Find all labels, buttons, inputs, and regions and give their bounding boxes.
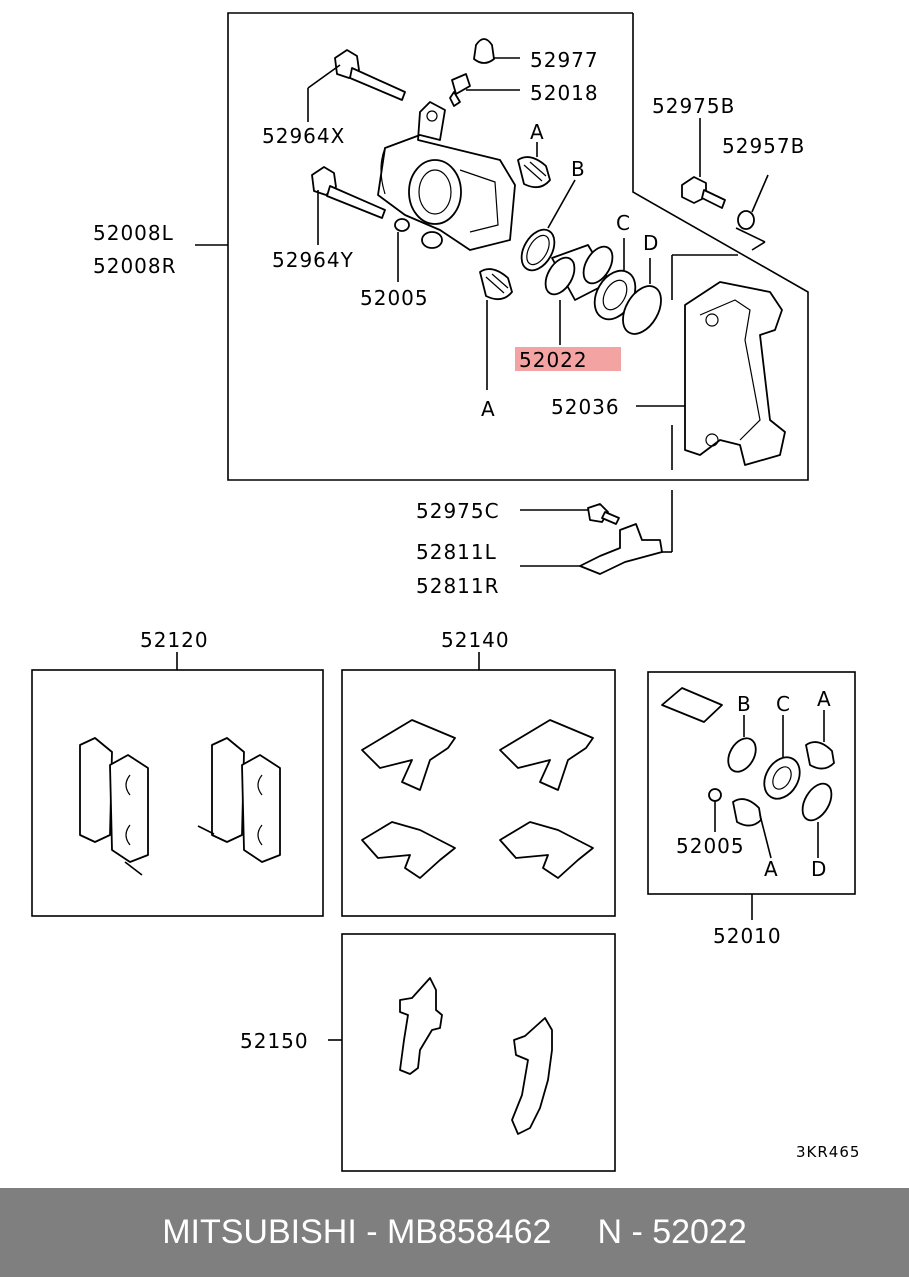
label-52975c: 52975C [416, 499, 500, 523]
kit-ring [801, 782, 833, 822]
label-52022: 52022 [519, 348, 588, 372]
shim-clip-3 [361, 821, 456, 879]
label-kit-52005: 52005 [676, 834, 745, 858]
label-b-top: B [571, 157, 586, 181]
label-52120: 52120 [140, 628, 209, 652]
anti-squeal-shim-left [399, 977, 443, 1075]
caliper-piston [544, 244, 614, 301]
shim-clip-4 [499, 821, 594, 879]
label-52140: 52140 [441, 628, 510, 652]
guide-pin-bolt-upper [334, 49, 406, 101]
label-52975b: 52975B [652, 94, 735, 118]
lock-washer [737, 210, 755, 230]
label-52977: 52977 [530, 48, 599, 72]
kit-dust-boot [763, 756, 801, 800]
kit-pin-boot-a2 [732, 798, 762, 827]
anti-squeal-shim-right [511, 1017, 553, 1135]
label-52005: 52005 [360, 286, 429, 310]
mounting-bolt [681, 176, 726, 209]
pin-bushing [394, 218, 410, 232]
label-a-mid: A [481, 397, 496, 421]
label-52008l: 52008L [93, 221, 174, 245]
pin-boot-upper [517, 156, 551, 189]
label-52036: 52036 [551, 395, 620, 419]
parts-diagram: 52977 52018 52964X 52975B 52957B A B C D… [31, 12, 860, 1172]
label-52010: 52010 [713, 924, 782, 948]
caliper-support [684, 281, 786, 466]
guide-pin-bolt-lower [311, 166, 386, 219]
label-kit-a2: A [764, 857, 779, 881]
clip-bolt [587, 503, 620, 525]
caliper-body [377, 101, 516, 251]
label-52018: 52018 [530, 81, 599, 105]
kit-pin-boot-a [805, 741, 835, 770]
piston-seal [520, 228, 556, 272]
pad-wear-clip [579, 523, 663, 575]
highlight-52022 [515, 347, 621, 371]
grease-packet [661, 687, 723, 723]
label-kit-d: D [811, 857, 827, 881]
clips-box [341, 669, 616, 917]
label-52150: 52150 [240, 1029, 309, 1053]
shim-clip-1 [361, 719, 456, 791]
shim-clip-2 [499, 719, 594, 791]
brake-pad-set-left [79, 737, 149, 876]
label-52964x: 52964X [262, 124, 345, 148]
footer-reference: N - 52022 [597, 1213, 747, 1251]
label-c-top: C [616, 211, 631, 235]
pin-boot-lower [479, 268, 513, 301]
label-52008r: 52008R [93, 254, 177, 278]
bleeder-screw [449, 73, 471, 107]
footer-part-number: MITSUBISHI - MB858462 [162, 1213, 552, 1251]
label-kit-a: A [817, 687, 832, 711]
label-kit-c: C [776, 692, 791, 716]
boot-ring [622, 285, 662, 335]
bleeder-cap [473, 38, 495, 64]
kit-bushing [708, 788, 722, 802]
label-52957b: 52957B [722, 134, 805, 158]
brake-pad-set-right [197, 737, 281, 863]
label-kit-b: B [737, 692, 752, 716]
caliper-assembly-frame [227, 12, 809, 481]
diagram-code: 3KR465 [796, 1143, 860, 1161]
shims-box [341, 933, 616, 1172]
label-a-top: A [530, 120, 545, 144]
label-52811l: 52811L [416, 540, 497, 564]
pads-box [31, 669, 324, 917]
kit-piston-seal [727, 737, 757, 773]
label-d-top: D [643, 231, 659, 255]
footer-bar: MITSUBISHI - MB858462 N - 52022 [0, 1188, 909, 1277]
label-52964y: 52964Y [272, 248, 354, 272]
label-52811r: 52811R [416, 574, 500, 598]
